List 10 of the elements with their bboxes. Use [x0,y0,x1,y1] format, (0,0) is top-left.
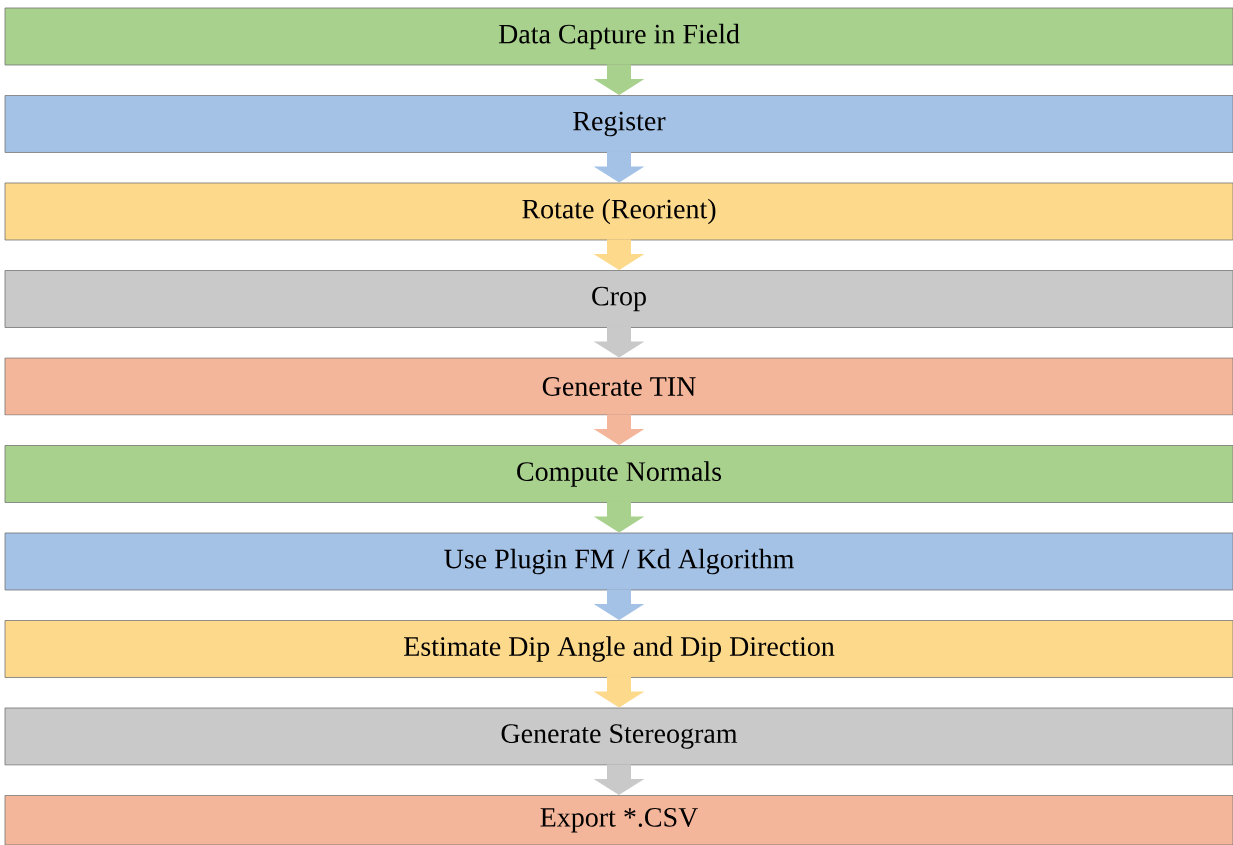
process-band: Data Capture in Field [4,7,1233,66]
process-band: Generate TIN [4,357,1233,416]
process-band: Compute Normals [4,445,1233,503]
process-band: Register [4,95,1233,153]
process-band: Crop [4,270,1233,328]
process-band: Estimate Dip Angle and Dip Direction [4,620,1233,678]
process-band: Rotate (Reorient) [4,182,1233,241]
process-band: Export *.CSV [4,795,1233,845]
process-band: Use Plugin FM / Kd Algorithm [4,532,1233,591]
process-band: Generate Stereogram [4,707,1233,766]
